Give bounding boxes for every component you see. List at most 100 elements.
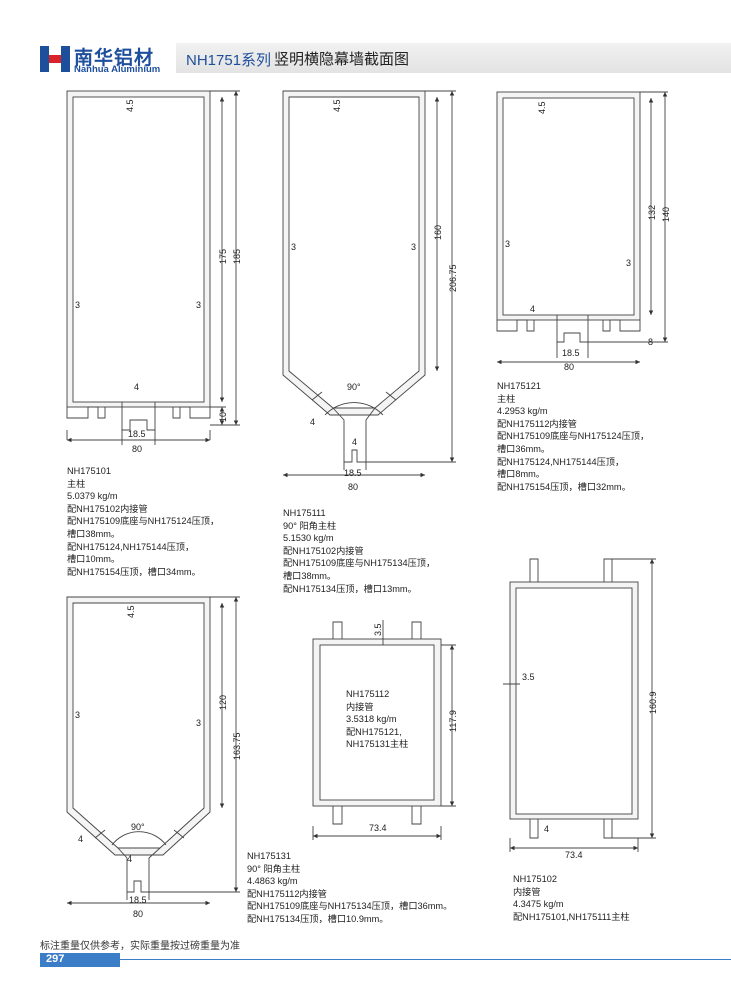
page-number: 297 [46, 953, 65, 965]
dim-label: 4 [78, 834, 83, 844]
info-line: 4.4863 kg/m [247, 876, 298, 887]
info-line: 槽口10mm。 [67, 554, 121, 565]
dim-label: 90° [131, 822, 145, 832]
dim-label: 3.5 [522, 672, 535, 682]
dim-label: 4 [127, 854, 132, 864]
dim-label: 4 [544, 824, 549, 834]
info-line: 配NH175134压顶，槽口10.9mm。 [247, 913, 389, 924]
page-bar-block [40, 953, 120, 967]
dim-label: 3 [291, 242, 296, 252]
info-line: 主柱 [67, 478, 86, 489]
dim-label: 4.5 [125, 99, 135, 112]
dim-label: 3 [626, 258, 631, 268]
dim-label: 3 [411, 242, 416, 252]
profile-info-nh175131: NH175131 90° 阳角主柱 4.4863 kg/m 配NH175112内… [247, 850, 452, 926]
info-line: 配NH175154压顶，槽口34mm。 [67, 566, 201, 577]
brand-name-cn: 南华铝材 [74, 48, 155, 69]
dim-label: 73.4 [565, 850, 583, 860]
dim-label: 4 [310, 417, 315, 427]
info-line: 4.2953 kg/m [497, 406, 548, 417]
dim-label: 3 [505, 239, 510, 249]
profile-info-nh175102: NH175102 内接管 4.3475 kg/m 配NH175101,NH175… [513, 873, 630, 923]
dim-label: 10 [218, 412, 228, 422]
dim-label: 90° [347, 382, 361, 392]
info-line: 配NH175109底座与NH175134压顶，槽口36mm。 [247, 901, 453, 912]
dim-label: 160.9 [648, 691, 658, 714]
info-line: 槽口36mm。 [497, 443, 551, 454]
dim-label: 3 [196, 300, 201, 310]
info-line: 配NH175102内接管 [67, 503, 148, 514]
dim-label: 163.75 [232, 732, 242, 760]
info-line: 配NH175112内接管 [497, 418, 577, 429]
dim-label: 206.75 [448, 264, 458, 292]
info-line: 槽口38mm。 [283, 570, 337, 581]
profile-info-nh175112: NH175112 内接管 3.5318 kg/m 配NH175121, NH17… [346, 688, 408, 751]
profile-info-nh175101: NH175101 主柱 5.0379 kg/m 配NH175102内接管 配NH… [67, 465, 219, 578]
dim-label: 3 [75, 300, 80, 310]
series-label: NH1751系列 [186, 52, 272, 69]
info-line: 内接管 [346, 701, 374, 712]
page-title: 竖明横隐幕墙截面图 [274, 51, 410, 68]
dim-label: 3 [75, 710, 80, 720]
dim-label: 73.4 [369, 823, 387, 833]
dim-label: 3 [196, 718, 201, 728]
info-line: 配NH175101,NH175111主柱 [513, 911, 630, 922]
dim-label: 175 [218, 249, 228, 264]
info-line: NH175112 [346, 689, 390, 699]
header-band [176, 43, 731, 73]
info-line: 配NH175134压顶，槽口13mm。 [283, 583, 417, 594]
info-line: 配NH175154压顶，槽口32mm。 [497, 481, 631, 492]
info-line: 配NH175124,NH175144压顶， [67, 541, 195, 552]
info-line: 配NH175109底座与NH175134压顶， [283, 558, 436, 569]
profile-info-nh175111: NH175111 90° 阳角主柱 5.1530 kg/m 配NH175102内… [283, 507, 435, 595]
dim-label: 18.5 [344, 468, 362, 478]
weight-note: 标注重量仅供参考，实际重量按过磅重量为准 [40, 941, 240, 952]
info-line: NH175131 [247, 851, 291, 861]
dim-label: 140 [661, 207, 671, 222]
info-line: NH175101 [67, 466, 111, 476]
profile-drawing-nh175121 [496, 91, 668, 365]
dim-label: 4 [530, 304, 535, 314]
dim-label: 8 [648, 337, 653, 347]
info-line: 配NH175124,NH175144压顶， [497, 456, 625, 467]
info-line: 4.3475 kg/m [513, 899, 564, 910]
info-line: NH175131主柱 [346, 739, 409, 750]
profile-drawing-nh175131 [66, 596, 240, 906]
profile-drawing-nh175111 [282, 90, 456, 478]
info-line: 90° 阳角主柱 [247, 863, 301, 874]
info-line: NH175121 [497, 381, 541, 391]
page-number-bar: 297 [40, 953, 731, 967]
brand-name-en: Nanhua Aluminium [74, 64, 161, 75]
dim-label: 18.5 [128, 429, 146, 439]
info-line: 主柱 [497, 393, 516, 404]
dim-label: 80 [564, 362, 574, 372]
page-header: 南华铝材 Nanhua Aluminium NH1751系列 竖明横隐幕墙截面图 [0, 43, 731, 75]
dim-label: 18.5 [129, 895, 147, 905]
dim-label: 4.5 [126, 605, 136, 618]
info-line: NH175111 [283, 508, 326, 518]
dim-label: 3.5 [373, 623, 383, 636]
info-line: 配NH175102内接管 [283, 545, 364, 556]
info-line: 90° 阳角主柱 [283, 520, 337, 531]
dim-label: 117.9 [448, 710, 458, 732]
dim-label: 4 [134, 382, 139, 392]
dim-label: 4 [352, 437, 357, 447]
dim-label: 132 [647, 205, 657, 220]
info-line: 配NH175109底座与NH175124压顶， [497, 431, 650, 442]
info-line: 配NH175112内接管 [247, 888, 327, 899]
dim-label: 4.5 [332, 99, 342, 112]
dim-label: 80 [132, 444, 142, 454]
info-line: 5.1530 kg/m [283, 533, 334, 544]
info-line: 配NH175121, [346, 726, 402, 737]
info-line: 内接管 [513, 886, 541, 897]
info-line: 5.0379 kg/m [67, 491, 118, 502]
dim-label: 185 [232, 249, 242, 264]
dim-label: 160 [433, 225, 443, 240]
dim-label: 80 [133, 909, 143, 919]
profile-drawing-nh175102 [503, 558, 656, 852]
info-line: 3.5318 kg/m [346, 714, 397, 725]
profile-info-nh175121: NH175121 主柱 4.2953 kg/m 配NH175112内接管 配NH… [497, 380, 649, 493]
page-bar-line [120, 959, 731, 960]
dim-label: 18.5 [562, 348, 580, 358]
info-line: NH175102 [513, 874, 557, 884]
